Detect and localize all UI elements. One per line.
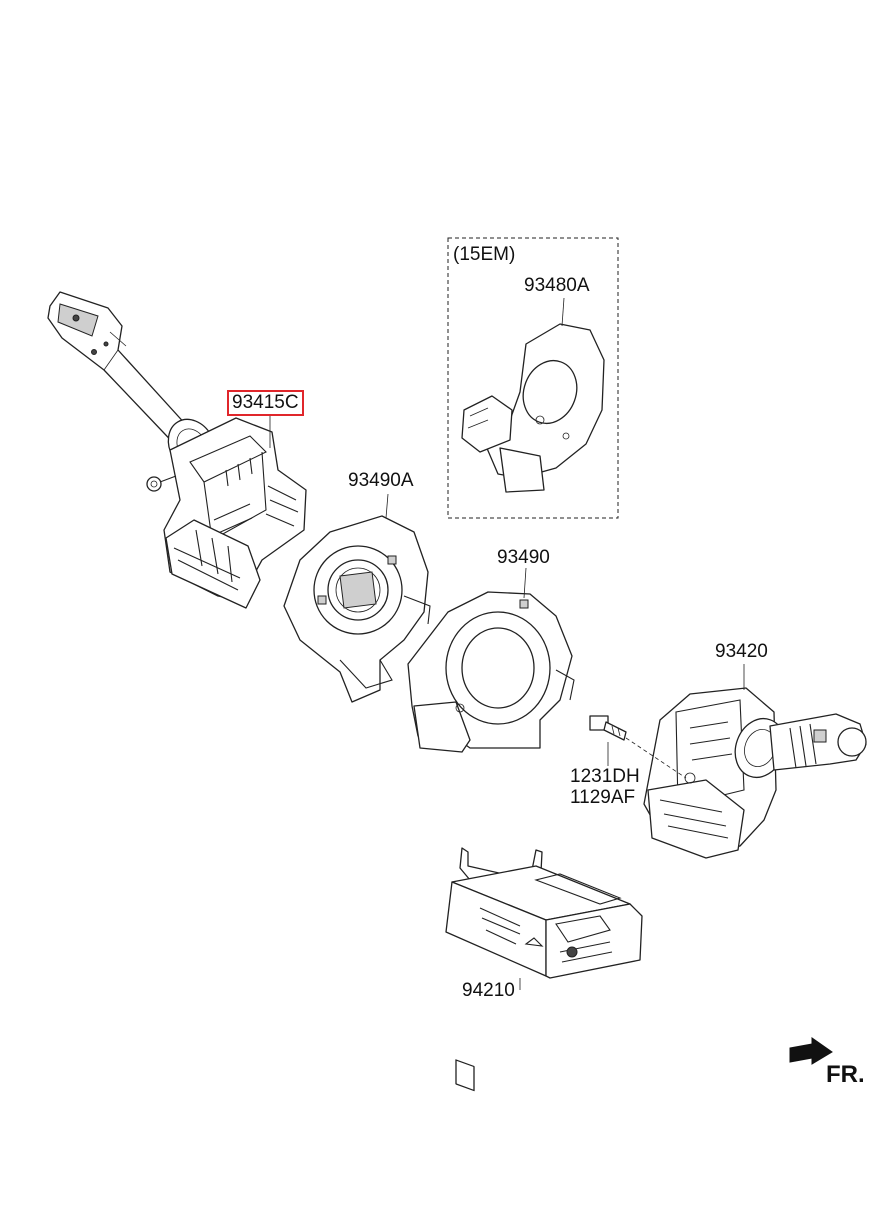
group-label: (15EM) bbox=[453, 244, 516, 265]
part-label-93490a[interactable]: 93490A bbox=[348, 470, 414, 491]
clock-spring-cover bbox=[407, 591, 575, 753]
leader-lines bbox=[269, 297, 745, 990]
front-direction-label: FR. bbox=[826, 1061, 865, 1088]
part-label-93490[interactable]: 93490 bbox=[497, 547, 550, 568]
bolt bbox=[589, 715, 687, 779]
control-module bbox=[445, 847, 643, 1092]
part-label-93480a[interactable]: 93480A bbox=[524, 275, 590, 296]
light-switch-assembly bbox=[47, 291, 307, 609]
part-label-93420[interactable]: 93420 bbox=[715, 641, 768, 662]
option-group-box bbox=[447, 237, 619, 519]
part-label-1129af[interactable]: 1129AF bbox=[570, 787, 636, 808]
wiper-switch-assembly bbox=[643, 687, 867, 859]
front-arrow-icon bbox=[789, 1037, 833, 1065]
part-label-1231dh[interactable]: 1231DH bbox=[570, 766, 640, 787]
part-label-93415c[interactable]: 93415C bbox=[227, 390, 304, 416]
part-label-94210[interactable]: 94210 bbox=[462, 980, 515, 1001]
clock-spring-assembly bbox=[283, 515, 431, 703]
steering-angle-sensor bbox=[461, 323, 605, 493]
